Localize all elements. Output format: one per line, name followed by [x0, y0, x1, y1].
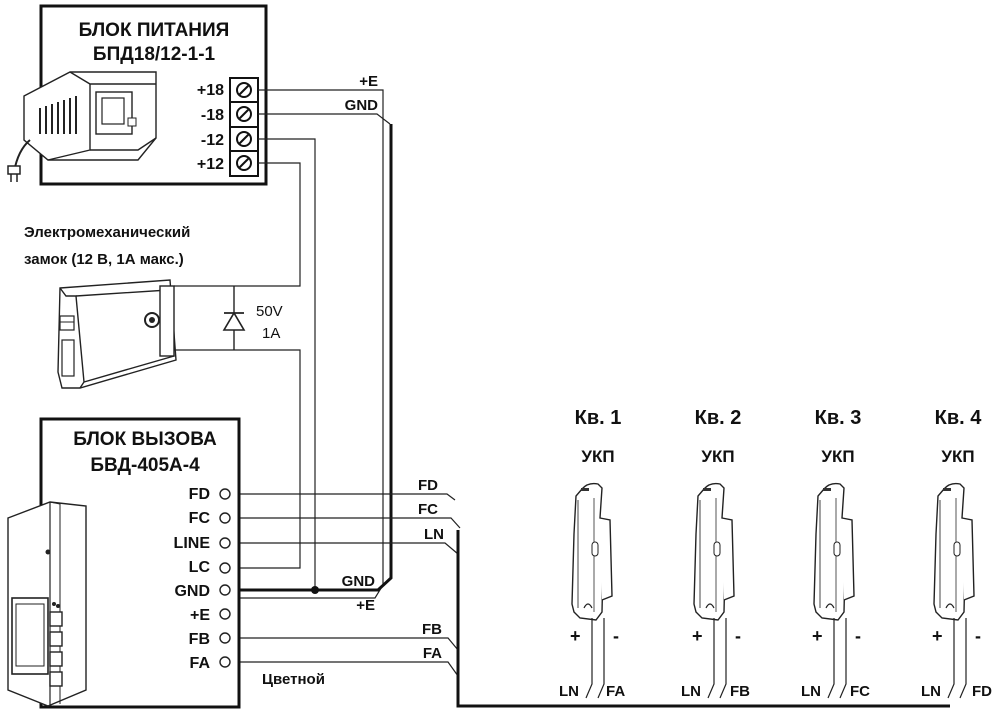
- handset-icon: [693, 482, 735, 621]
- terminal-circles: [219, 488, 231, 668]
- apartment-device: УКП: [701, 447, 734, 466]
- apartment-4: Кв. 4 УКП + - LN FD: [921, 407, 992, 700]
- wires: [233, 89, 950, 708]
- apartment-left-label: LN: [801, 683, 821, 700]
- call-unit-title: БЛОК ВЫЗОВА: [73, 429, 217, 450]
- electromechanical-lock-image: [57, 279, 234, 389]
- apartment-left-label: LN: [681, 683, 701, 700]
- call-terminal-gnd: GND: [174, 583, 210, 600]
- wire-label-gnd: GND: [342, 573, 376, 590]
- call-terminal-fa: FA: [190, 655, 211, 672]
- wire-label-fb: FB: [422, 621, 442, 638]
- wire-label-plus-e: +E: [356, 597, 375, 614]
- apartment-2: Кв. 2 УКП + - LN FB: [681, 407, 750, 700]
- apartment-right-label: FB: [730, 683, 750, 700]
- handset-icon: [571, 482, 613, 621]
- call-terminal-fd: FD: [189, 486, 210, 503]
- apartment-left-label: LN: [921, 683, 941, 700]
- call-terminal-lc: LC: [189, 559, 211, 576]
- psu-terminal-label-3: -12: [201, 132, 224, 149]
- wire-label-gnd-top: GND: [345, 97, 379, 114]
- handset-icon: [813, 482, 855, 621]
- apartment-name: Кв. 4: [935, 407, 983, 429]
- handset-icon: [933, 482, 975, 621]
- screw-terminal-icon: [236, 155, 252, 171]
- minus-sign: -: [975, 626, 981, 646]
- minus-sign: -: [735, 626, 741, 646]
- wire-label-fc: FC: [418, 501, 438, 518]
- apartment-device: УКП: [821, 447, 854, 466]
- psu-terminal-label-1: +18: [197, 82, 224, 99]
- apartment-right-label: FD: [972, 683, 992, 700]
- call-terminal-fb: FB: [189, 631, 210, 648]
- apartment-name: Кв. 2: [695, 407, 742, 429]
- minus-sign: -: [855, 626, 861, 646]
- call-terminal-fc: FC: [189, 510, 211, 527]
- call-terminal-plus-e: +E: [190, 607, 210, 624]
- apartment-device: УКП: [941, 447, 974, 466]
- apartment-3: Кв. 3 УКП + - LN FC: [801, 407, 870, 700]
- psu-terminal-label-2: -18: [201, 107, 224, 124]
- plus-sign: +: [570, 626, 581, 646]
- plus-sign: +: [692, 626, 703, 646]
- psu-title: БЛОК ПИТАНИЯ: [79, 20, 230, 41]
- psu-model: БПД18/12-1-1: [93, 44, 216, 65]
- psu-terminal-block: [229, 77, 259, 177]
- screw-terminal-icon: [236, 131, 252, 147]
- minus-sign: -: [613, 626, 619, 646]
- diode-current: 1A: [262, 325, 280, 342]
- call-terminal-line: LINE: [174, 535, 211, 552]
- color-label: Цветной: [262, 671, 325, 688]
- apartment-1: Кв. 1 УКП + - LN FA: [559, 407, 625, 700]
- diode-voltage: 50V: [256, 303, 283, 320]
- plus-sign: +: [932, 626, 943, 646]
- psu-adapter-image: [7, 71, 157, 182]
- apartment-name: Кв. 1: [575, 407, 622, 429]
- apartment-left-label: LN: [559, 683, 579, 700]
- call-panel-image: [7, 501, 87, 707]
- wire-label-plus-e-top: +E: [359, 73, 378, 90]
- junction-dot: [311, 586, 319, 594]
- wire-label-fd: FD: [418, 477, 438, 494]
- diode-icon: [222, 286, 246, 350]
- power-supply-unit: БЛОК ПИТАНИЯ БПД18/12-1-1 +18 -18 -12 +1…: [7, 4, 268, 186]
- psu-terminal-label-4: +12: [197, 156, 224, 173]
- wire-label-fa: FA: [423, 645, 442, 662]
- apartment-right-label: FC: [850, 683, 870, 700]
- apartment-name: Кв. 3: [815, 407, 862, 429]
- lock-label-line-2: замок (12 В, 1А макс.): [24, 251, 184, 268]
- screw-terminal-icon: [236, 106, 252, 122]
- call-unit: БЛОК ВЫЗОВА БВД-405А-4 FD FC LINE LC GND…: [7, 417, 325, 709]
- apartment-device: УКП: [581, 447, 614, 466]
- wire-label-ln: LN: [424, 526, 444, 543]
- plus-sign: +: [812, 626, 823, 646]
- call-unit-model: БВД-405А-4: [90, 455, 200, 476]
- lock-label-line-1: Электромеханический: [24, 224, 190, 241]
- apartment-right-label: FA: [606, 683, 625, 700]
- screw-terminal-icon: [236, 82, 252, 98]
